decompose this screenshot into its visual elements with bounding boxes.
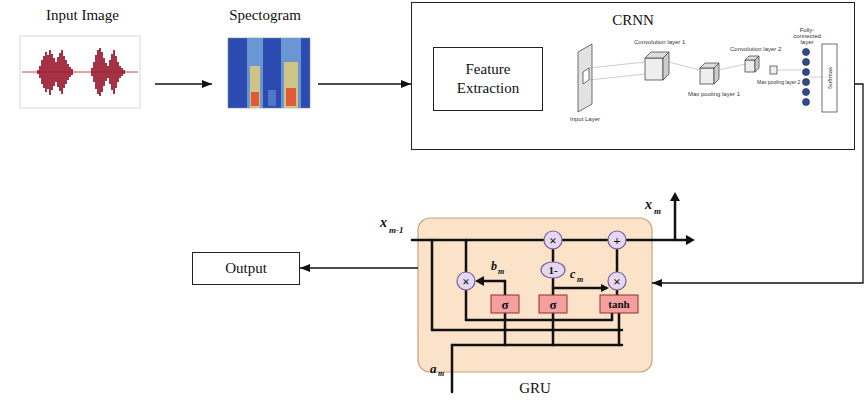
gate-symbol: × — [462, 275, 469, 288]
layer-label: Max pooling layer 2 — [757, 80, 800, 85]
signal-name: m — [654, 207, 661, 216]
flow-arrow — [300, 267, 418, 268]
gate-symbol: σ — [549, 298, 556, 311]
layer-label: Fully-connected layer — [786, 27, 828, 45]
process-box: Feature Extraction — [433, 47, 543, 111]
gate-symbol: σ — [501, 298, 508, 311]
flow-arrow — [155, 83, 212, 84]
node-label: Feature Extraction — [442, 60, 534, 98]
gate-symbol: × — [549, 234, 556, 247]
layer-label: Softmax — [827, 67, 833, 89]
cnn-picture — [578, 44, 837, 112]
node-label: GRU — [418, 380, 652, 397]
gate-symbol: × — [613, 275, 620, 288]
signal-name: m-1 — [389, 226, 404, 235]
model-box: CRNN Feature Extraction — [411, 2, 855, 150]
node-label: Spectogram — [212, 4, 318, 24]
signal-name: m — [577, 276, 583, 284]
gate-symbol: 1- — [548, 265, 557, 276]
layer-label: Convolution layer 1 — [634, 39, 685, 45]
gru-picture — [412, 192, 695, 392]
signal-name: b — [491, 260, 497, 272]
flow-arrow — [318, 83, 411, 84]
signal-name: c — [570, 268, 575, 280]
layer-label: Convolution layer 2 — [730, 46, 781, 52]
spectrogram-picture — [228, 38, 310, 108]
output-box: Output — [192, 252, 300, 285]
signal-name: a — [430, 362, 437, 375]
waveform-picture — [20, 36, 140, 108]
layer-label: Max pooling layer 1 — [688, 91, 740, 97]
signal-name: m — [438, 370, 444, 378]
image-panel: Spectogram — [212, 4, 318, 110]
layer-label: Input Layer — [570, 116, 600, 122]
gate-symbol: + — [613, 234, 620, 247]
gate-symbol: tanh — [608, 299, 629, 310]
node-label: Output — [225, 259, 267, 278]
image-panel: Input Image — [10, 4, 155, 110]
node-label: CRNN — [412, 11, 854, 29]
signal-name: x — [645, 198, 652, 212]
signal-name: m — [498, 268, 504, 276]
flow-arrow — [652, 84, 863, 283]
signal-name: x — [380, 216, 387, 230]
node-label: Input Image — [10, 4, 155, 24]
